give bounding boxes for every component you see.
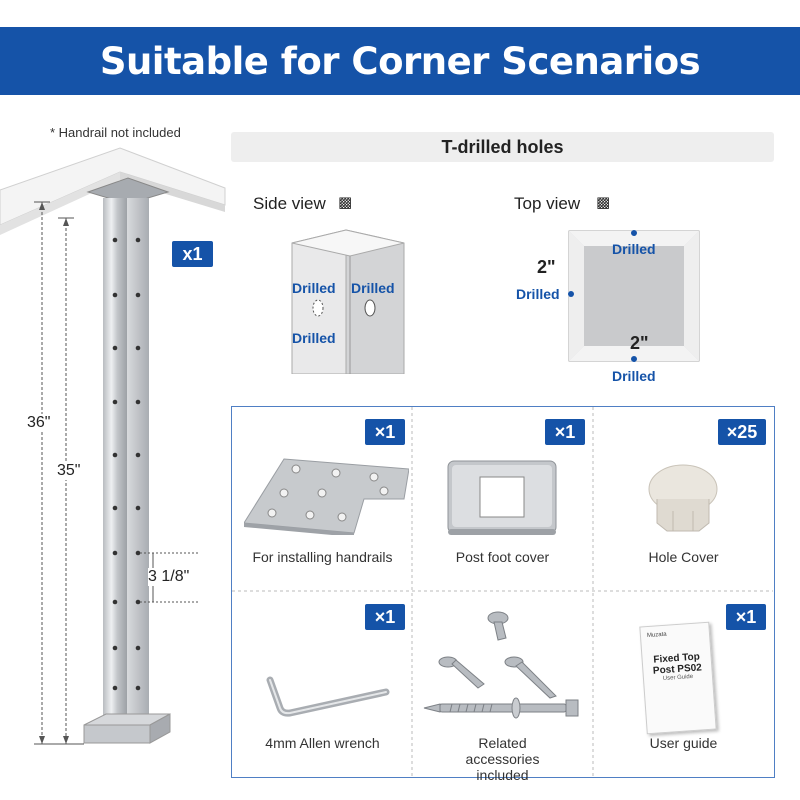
allen-wrench-image (266, 676, 390, 717)
hole-spacing-label: 3 1/8" (148, 568, 190, 586)
top-drilled-top: Drilled (612, 241, 656, 257)
side-drilled-bottom: Drilled (292, 330, 336, 346)
top-view-label: Top view (514, 194, 581, 213)
accessory-label: Related accessories included (465, 735, 540, 783)
accessory-label: Hole Cover (648, 549, 719, 565)
height-35-label: 35" (57, 462, 81, 480)
top-width-label: 2" (537, 257, 556, 277)
page-banner: Suitable for Corner Scenarios (0, 27, 800, 95)
top-drilled-left: Drilled (516, 286, 560, 302)
accessory-label: For installing handrails (252, 549, 393, 565)
side-view-label: Side view (253, 194, 326, 213)
quantity-badge: ×1 (365, 419, 405, 445)
accessory-label: Post foot cover (455, 549, 550, 565)
accessory-hole-cover: ×25 Hole Cover (593, 407, 774, 592)
hole-cover-image (648, 464, 718, 532)
camera-top-icon: ▩ (596, 194, 611, 211)
quantity-badge: ×1 (545, 419, 585, 445)
foot-cover-image (447, 460, 557, 535)
top-drilled-bottom: Drilled (612, 368, 656, 384)
guide-brand: Muzata (646, 631, 667, 640)
quantity-badge: ×1 (726, 604, 766, 630)
side-view-drawing (291, 229, 405, 374)
quantity-badge: ×25 (718, 419, 766, 445)
accessory-allen-wrench: ×1 4mm Allen wrench (232, 592, 413, 777)
handrail-shape (0, 147, 226, 235)
side-drilled-left: Drilled (292, 280, 336, 296)
screws-image (423, 611, 579, 719)
accessory-screws: Related accessories included (412, 592, 593, 783)
post-body (103, 198, 127, 728)
height-36-label: 36" (27, 414, 51, 432)
quantity-badge: ×1 (365, 604, 405, 630)
accessory-user-guide: ×1 Muzata Fixed Top Post PS02 User Guide… (593, 592, 774, 777)
accessory-label: User guide (649, 735, 718, 751)
holes-section-title: T-drilled holes (231, 132, 774, 162)
handrail-note: * Handrail not included (50, 125, 181, 140)
post-quantity-badge: x1 (172, 241, 213, 267)
accessory-label: 4mm Allen wrench (265, 735, 380, 751)
mounting-plate-image (244, 458, 409, 535)
side-drilled-right: Drilled (351, 280, 395, 296)
user-guide-booklet: Muzata Fixed Top Post PS02 User Guide (639, 621, 717, 735)
top-depth-label: 2" (630, 333, 649, 353)
accessory-handrail-plate: ×1 For installing handrails (232, 407, 413, 592)
accessories-grid: ×1 For installing handrails ×1 Post foot… (231, 406, 775, 783)
top-view-drawing (568, 230, 700, 362)
grid-lines (232, 407, 773, 776)
accessory-foot-cover: ×1 Post foot cover (412, 407, 593, 592)
post-illustration (0, 147, 226, 745)
camera-icon: ▩ (338, 194, 353, 211)
